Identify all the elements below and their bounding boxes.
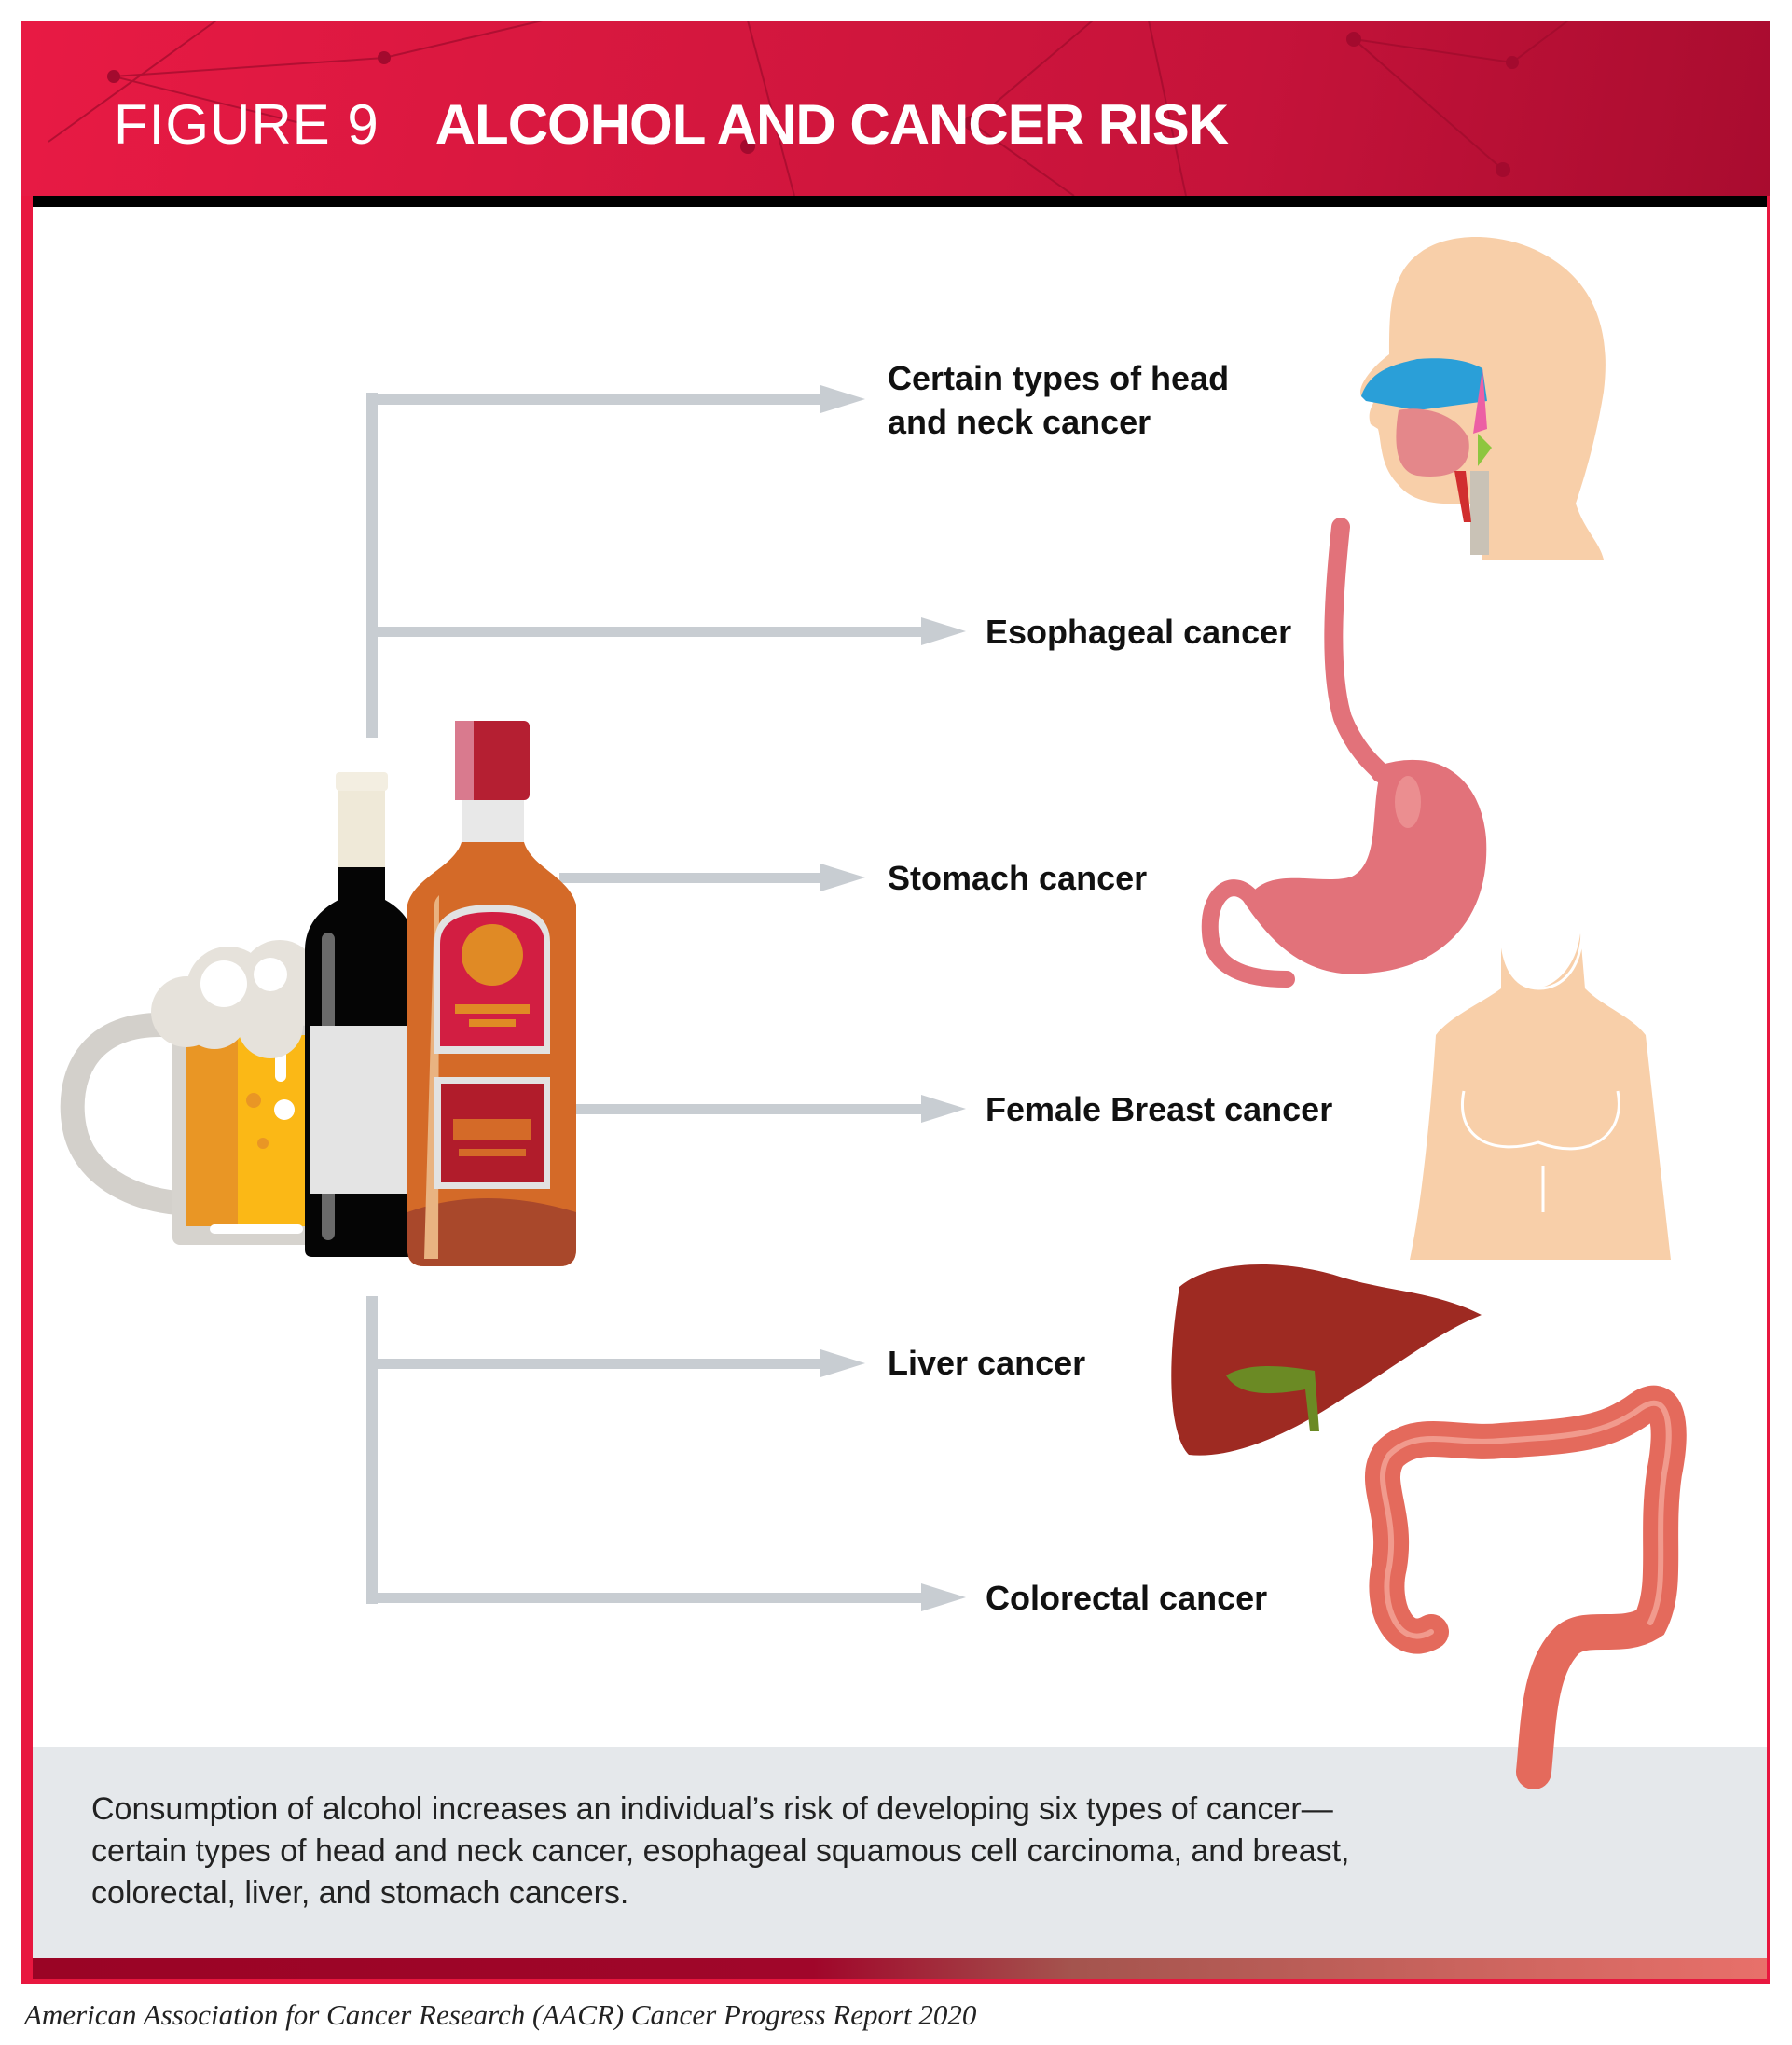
stomach-esophagus-icon [1201, 518, 1487, 988]
bottom-band [33, 1958, 1767, 1979]
figure-caption: Consumption of alcohol increases an indi… [91, 1791, 1350, 1911]
connector-esophageal [366, 627, 924, 637]
label-stomach-cancer: Stomach cancer [888, 859, 1148, 897]
label-liver-cancer: Liver cancer [888, 1344, 1086, 1382]
label-line: and neck cancer [888, 403, 1151, 441]
colon-icon [1364, 1385, 1687, 1789]
figure-number: FIGURE 9 [114, 93, 379, 156]
figure-heading: ALCOHOL AND CANCER RISK [434, 93, 1229, 156]
female-torso-icon [1410, 933, 1671, 1260]
head-neck-icon [1360, 237, 1606, 560]
figure-header: FIGURE 9 ALCOHOL AND CANCER RISK [21, 21, 1770, 196]
label-head-neck-cancer: Certain types of head and neck cancer [888, 356, 1229, 444]
source-credit: American Association for Cancer Research… [24, 1998, 977, 2031]
label-colorectal-cancer: Colorectal cancer [986, 1579, 1268, 1617]
whisky-bottle-icon [407, 721, 576, 1266]
caption-box [33, 1747, 1767, 1958]
connector-stomach [559, 873, 823, 883]
wine-bottle-icon [305, 772, 415, 1257]
beer-mug-icon [60, 940, 336, 1245]
network-pattern [48, 21, 1569, 196]
liver-icon [1171, 1264, 1482, 1456]
label-breast-cancer: Female Breast cancer [986, 1090, 1333, 1128]
label-line: Certain types of head [888, 359, 1230, 397]
header-divider [33, 196, 1767, 207]
connector-breast [559, 1104, 924, 1114]
connector-head-neck [366, 394, 823, 405]
connector-liver [366, 1359, 823, 1369]
label-esophageal-cancer: Esophageal cancer [986, 613, 1292, 651]
connector-colorectal [366, 1593, 924, 1603]
connector-tree [366, 385, 966, 1611]
